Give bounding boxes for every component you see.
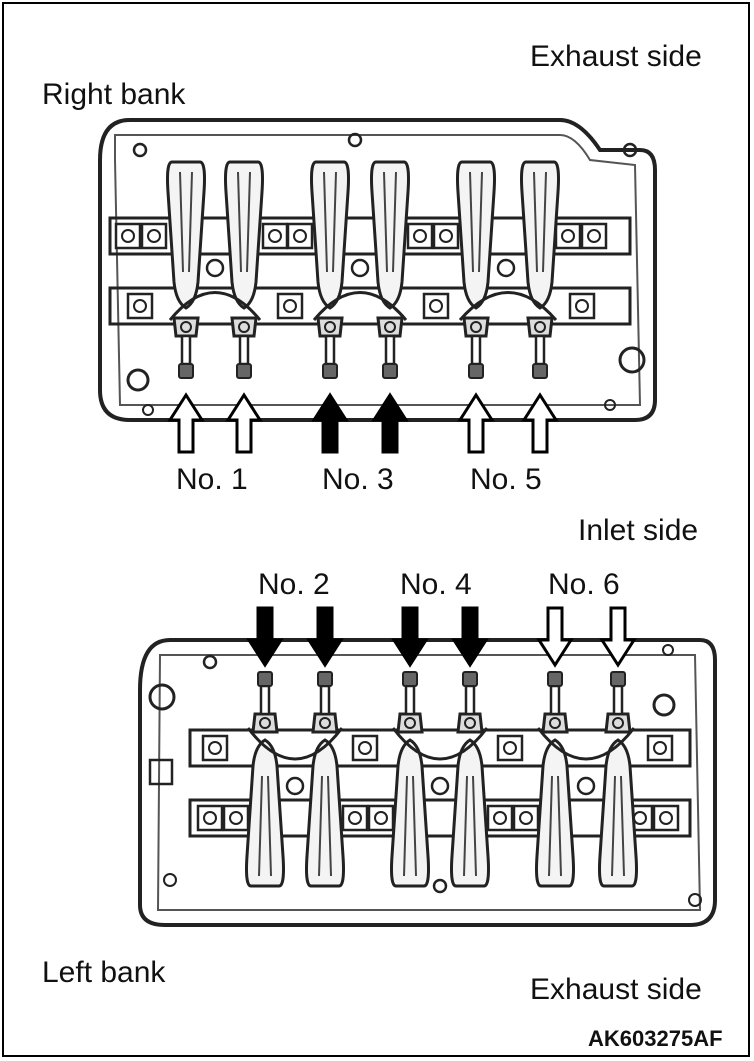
right-bank-arrows: [167, 392, 559, 454]
cylinder-label-no6: No. 6: [548, 568, 620, 601]
right-bank-head: [98, 118, 657, 422]
cylinder-label-no5: No. 5: [470, 463, 542, 496]
arrow-no5-a: [457, 392, 495, 454]
arrow-no4-a: [391, 606, 429, 668]
right-bank-label: Right bank: [42, 78, 186, 111]
arrow-no4-b: [451, 606, 489, 668]
arrow-no3-b: [371, 392, 409, 454]
cylinder-label-no1: No. 1: [176, 463, 248, 496]
left-bank-head: [138, 638, 717, 927]
figure-code: AK603275AF: [588, 1026, 723, 1051]
left-bank-arrows: [246, 606, 637, 668]
left-bank-label: Left bank: [42, 956, 166, 989]
cylinder-label-no2: No. 2: [258, 568, 330, 601]
arrow-no6-b: [599, 606, 637, 668]
arrow-no2-a: [246, 606, 284, 668]
arrow-no6-a: [536, 606, 574, 668]
cylinder-label-no4: No. 4: [400, 568, 472, 601]
arrow-no1-a: [167, 392, 205, 454]
exhaust-side-bottom-label: Exhaust side: [530, 973, 702, 1006]
exhaust-side-top-label: Exhaust side: [530, 40, 702, 73]
arrow-no5-b: [521, 392, 559, 454]
arrow-no1-b: [225, 392, 263, 454]
cylinder-label-no3: No. 3: [322, 463, 394, 496]
inlet-side-label: Inlet side: [578, 514, 699, 547]
arrow-no3-a: [311, 392, 349, 454]
arrow-no2-b: [306, 606, 344, 668]
